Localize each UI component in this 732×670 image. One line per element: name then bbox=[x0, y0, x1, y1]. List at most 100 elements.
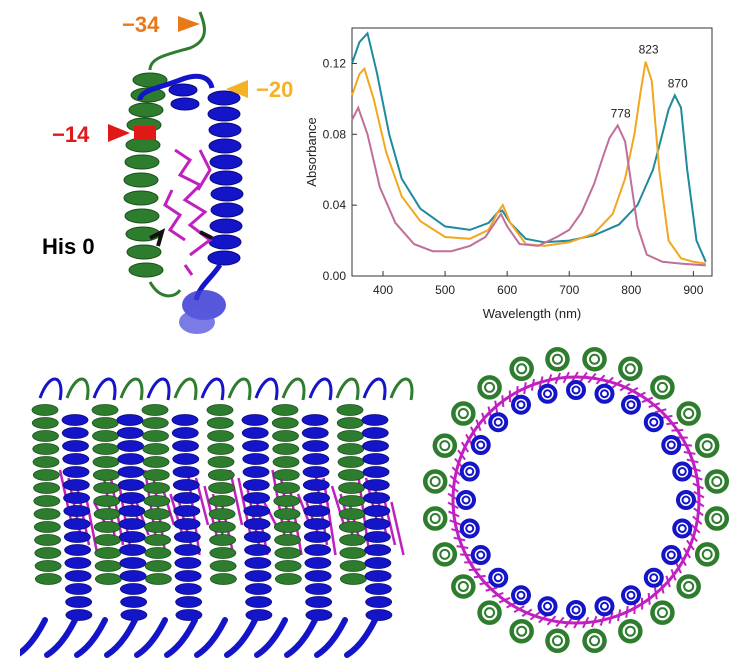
helix-turn bbox=[62, 428, 88, 439]
helix-turn bbox=[208, 444, 234, 455]
outer-helix-core bbox=[553, 636, 562, 645]
outer-helix-core bbox=[517, 627, 526, 636]
helix-turn bbox=[243, 467, 269, 478]
helix-turn bbox=[32, 418, 58, 429]
helix-turn bbox=[246, 610, 272, 621]
ring-top-view bbox=[420, 340, 732, 665]
inner-helix-core bbox=[573, 387, 580, 394]
helix-turn bbox=[117, 428, 143, 439]
inner-helix-core bbox=[628, 592, 635, 599]
outer-helix-core bbox=[684, 582, 693, 591]
outer-helix-core bbox=[440, 441, 449, 450]
outer-helix-core bbox=[459, 582, 468, 591]
helix-turn bbox=[274, 509, 300, 520]
helix-turn bbox=[175, 545, 201, 556]
label-minus-20: −20 bbox=[256, 77, 293, 102]
outer-helix bbox=[620, 621, 640, 641]
outer-helix-core bbox=[703, 550, 712, 559]
helix-turn bbox=[176, 597, 202, 608]
peak-label: 870 bbox=[668, 76, 688, 90]
outer-helix bbox=[697, 544, 717, 564]
y-tick-label: 0.08 bbox=[323, 127, 347, 141]
inner-helix bbox=[473, 547, 489, 563]
helix-turn bbox=[142, 418, 168, 429]
helix-turn bbox=[95, 548, 121, 559]
helix-turn bbox=[174, 519, 200, 530]
arrow-m14-icon bbox=[108, 124, 130, 142]
peak-label: 778 bbox=[611, 106, 631, 120]
helix-turn bbox=[64, 519, 90, 530]
c-terminal-tail bbox=[257, 620, 285, 655]
helix-turn bbox=[93, 470, 119, 481]
outer-helix bbox=[652, 603, 672, 623]
outer-helix-core bbox=[703, 441, 712, 450]
helix-turn bbox=[63, 454, 89, 465]
helix-turn bbox=[33, 444, 59, 455]
helix-turn bbox=[35, 561, 61, 572]
helix-turn bbox=[172, 428, 198, 439]
helix-turn bbox=[119, 519, 145, 530]
x-tick-label: 500 bbox=[435, 283, 455, 297]
helix-turn bbox=[210, 535, 236, 546]
loop-segment bbox=[310, 379, 331, 400]
outer-helix bbox=[620, 359, 640, 379]
helix-turn bbox=[174, 532, 200, 543]
helix-turn bbox=[338, 457, 364, 468]
x-tick-label: 600 bbox=[497, 283, 517, 297]
helix-turn bbox=[210, 574, 236, 585]
helix-turn bbox=[120, 558, 146, 569]
c-terminal-tail bbox=[347, 620, 375, 655]
y-tick-label: 0.00 bbox=[323, 269, 347, 283]
loop-segment bbox=[202, 379, 223, 400]
helix-turn bbox=[306, 597, 332, 608]
outer-helix bbox=[453, 576, 473, 596]
outer-helix bbox=[679, 576, 699, 596]
helix-turn bbox=[92, 405, 118, 416]
helix-turn bbox=[63, 480, 89, 491]
helix-turn bbox=[304, 532, 330, 543]
helix-turn bbox=[175, 558, 201, 569]
inner-helix bbox=[490, 414, 506, 430]
c-terminal-tail bbox=[197, 620, 225, 655]
c-terminal-tail bbox=[167, 620, 195, 655]
helix-turn bbox=[145, 574, 171, 585]
spectrum-line-1 bbox=[352, 33, 706, 261]
helix-turn bbox=[245, 571, 271, 582]
peak-label: 823 bbox=[639, 43, 659, 57]
helix-turn bbox=[210, 548, 236, 559]
inner-helix-core bbox=[518, 592, 525, 599]
helix-turn bbox=[94, 509, 120, 520]
helix-turn bbox=[244, 493, 270, 504]
loop-segment bbox=[391, 379, 412, 400]
helix-turn bbox=[338, 431, 364, 442]
helix-turn bbox=[366, 610, 392, 621]
inner-helix bbox=[513, 397, 529, 413]
helix-turn bbox=[303, 441, 329, 452]
outer-helix bbox=[547, 349, 567, 369]
helix-turn bbox=[338, 470, 364, 481]
inner-helix-core bbox=[668, 442, 675, 449]
inner-helix-core bbox=[679, 525, 686, 532]
helix-turn bbox=[273, 457, 299, 468]
outer-helix bbox=[707, 509, 727, 529]
outer-helix-core bbox=[590, 636, 599, 645]
helix-turn bbox=[365, 571, 391, 582]
helix-turn bbox=[305, 571, 331, 582]
helix-turn bbox=[208, 457, 234, 468]
helix-turn bbox=[120, 584, 146, 595]
helix-turn bbox=[210, 561, 236, 572]
helix-turn bbox=[145, 561, 171, 572]
inner-helix-core bbox=[544, 603, 551, 610]
outer-helix-core bbox=[459, 409, 468, 418]
helix-turn bbox=[65, 584, 91, 595]
outer-helix bbox=[512, 621, 532, 641]
helix-turn bbox=[34, 509, 60, 520]
outer-helix bbox=[585, 631, 605, 651]
helix-turn bbox=[93, 431, 119, 442]
helix-turn bbox=[363, 441, 389, 452]
helix-turn bbox=[272, 405, 298, 416]
helix-turn bbox=[65, 571, 91, 582]
loop-segment bbox=[175, 379, 196, 400]
bacteriochlorophyll bbox=[165, 150, 210, 275]
helix-turn bbox=[243, 441, 269, 452]
